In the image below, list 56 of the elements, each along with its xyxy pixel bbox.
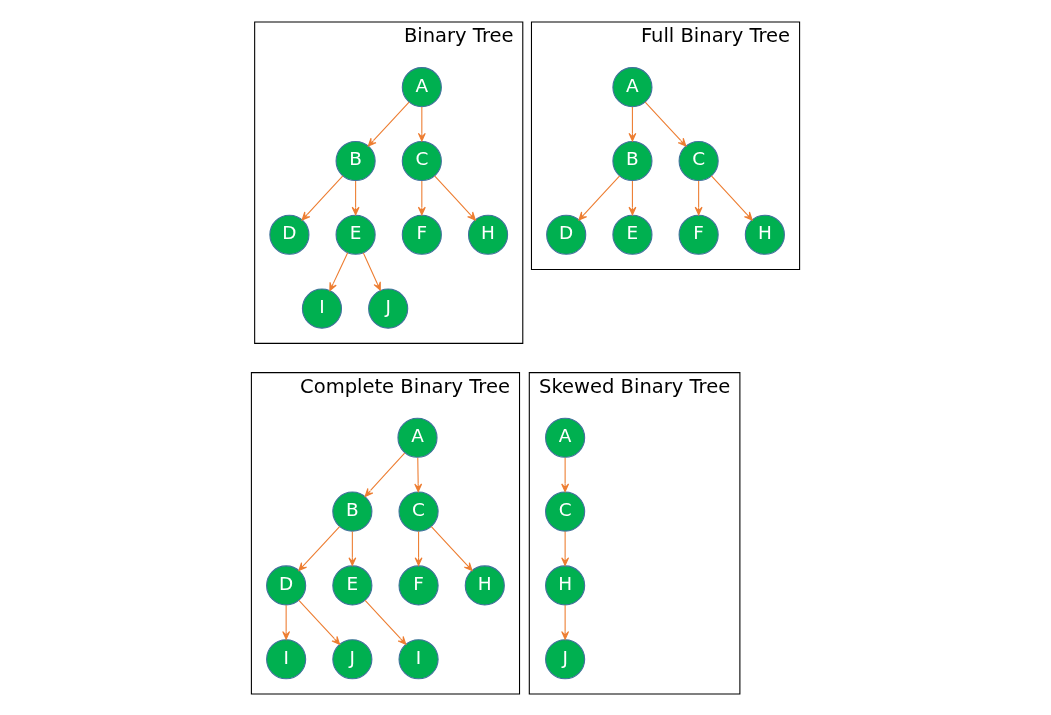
- node-circle: B: [332, 491, 373, 532]
- node-circle: D: [546, 214, 587, 255]
- node-circle: I: [266, 638, 307, 679]
- node-circle: A: [397, 417, 438, 458]
- arrow: [298, 525, 341, 571]
- arrow: [434, 174, 476, 220]
- arrow: [329, 251, 349, 291]
- arrow: [628, 106, 637, 141]
- node-circle: F: [678, 214, 719, 255]
- node-circle: F: [401, 214, 442, 255]
- arrow: [417, 106, 426, 141]
- arrow: [561, 530, 570, 566]
- arrow: [561, 604, 570, 640]
- node-circle: A: [401, 66, 442, 107]
- node-circle: C: [401, 140, 442, 181]
- arrow: [578, 174, 621, 220]
- node-circle: D: [266, 564, 307, 605]
- arrow: [694, 179, 703, 215]
- arrow: [362, 251, 381, 291]
- arrow: [364, 452, 406, 497]
- arrow: [561, 456, 570, 492]
- arrow: [628, 179, 637, 215]
- node-circle: B: [335, 140, 376, 181]
- arrow: [414, 530, 423, 566]
- arrow: [367, 101, 410, 147]
- node-circle: J: [545, 638, 586, 679]
- arrow: [298, 599, 341, 645]
- node-circle: A: [545, 417, 586, 458]
- node-circle: H: [545, 564, 586, 605]
- node-circle: I: [301, 288, 343, 329]
- arrow: [430, 525, 473, 571]
- node-circle: E: [612, 214, 653, 255]
- node-circle: H: [744, 214, 785, 255]
- arrow: [282, 604, 291, 640]
- arrow: [644, 101, 687, 147]
- arrow: [348, 530, 357, 566]
- arrow: [351, 179, 360, 215]
- node-circle: C: [678, 140, 719, 181]
- node-circle: J: [368, 288, 409, 329]
- node-circle: H: [464, 564, 505, 605]
- node-circle: F: [398, 564, 439, 605]
- node-circle: D: [269, 214, 310, 255]
- node-circle: A: [612, 66, 653, 107]
- node-circle: B: [612, 140, 653, 181]
- arrow: [417, 179, 426, 215]
- node-circle: C: [545, 491, 586, 532]
- arrow: [364, 599, 407, 645]
- arrow: [301, 174, 344, 220]
- node-circle: I: [398, 638, 439, 679]
- arrow: [710, 174, 753, 220]
- node-circle: H: [467, 214, 509, 255]
- node-circle: E: [332, 564, 373, 605]
- node-circle: J: [332, 638, 373, 679]
- node-circle: C: [398, 491, 439, 532]
- arrow: [414, 456, 423, 492]
- node-circle: E: [335, 214, 376, 255]
